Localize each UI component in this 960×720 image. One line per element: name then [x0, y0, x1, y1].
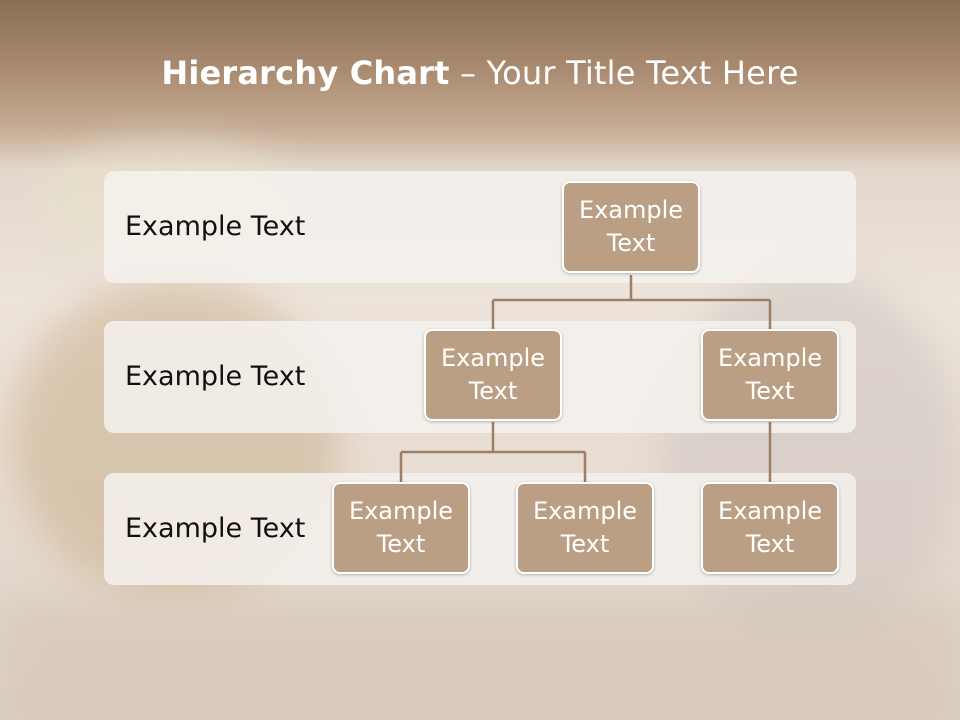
level-band-1: Example Text	[104, 171, 856, 283]
node-rc-line1: Example	[717, 497, 823, 525]
connector-root-to-level2	[491, 275, 772, 329]
connector-left-to-children	[399, 422, 587, 482]
node-right-line1: Example	[717, 344, 823, 372]
slide-title: Hierarchy Chart – Your Title Text Here	[0, 54, 960, 92]
node-rc-line2: Text	[745, 530, 795, 558]
title-bold: Hierarchy Chart	[161, 54, 450, 92]
node-root-line1: Example	[578, 196, 684, 224]
node-lc2-line2: Text	[560, 530, 610, 558]
level-label-2: Example Text	[125, 361, 306, 392]
node-lc1-line1: Example	[348, 497, 454, 525]
node-left-line2: Text	[468, 377, 518, 405]
node-lc2-line1: Example	[532, 497, 638, 525]
node-left-line1: Example	[440, 344, 546, 372]
node-root-line2: Text	[606, 229, 656, 257]
node-right-line2: Text	[745, 377, 795, 405]
title-rest: – Your Title Text Here	[449, 54, 799, 92]
background-photo-ground	[0, 600, 960, 720]
level-label-1: Example Text	[125, 211, 306, 242]
node-lc1-line2: Text	[376, 530, 426, 558]
level-label-3: Example Text	[125, 513, 306, 544]
